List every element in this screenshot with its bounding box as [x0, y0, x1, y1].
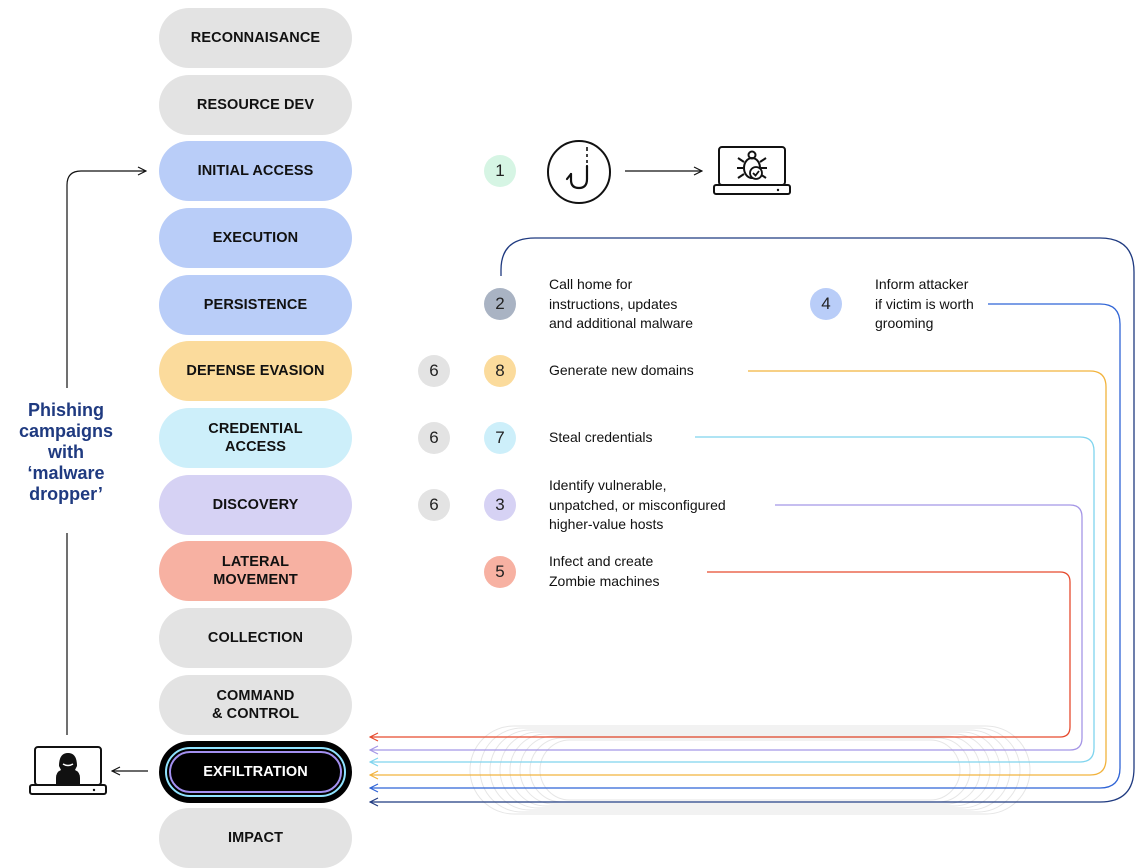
step-5-badge: 5 — [484, 556, 516, 588]
step-4-badge: 4 — [810, 288, 842, 320]
step-3-badge: 3 — [484, 489, 516, 521]
step-3-side-badge: 6 — [418, 489, 450, 521]
step-3-text: Identify vulnerable, unpatched, or misco… — [549, 477, 726, 532]
step-7-side-badge: 6 — [418, 422, 450, 454]
stage-label: INITIAL ACCESS — [197, 163, 314, 179]
exfil-ring-inner — [169, 751, 342, 793]
stage-label: EXFILTRATION — [203, 764, 308, 780]
stage-credential-access: CREDENTIAL ACCESS — [159, 408, 352, 468]
step-number: 1 — [495, 161, 505, 180]
stage-label: LATERAL MOVEMENT — [213, 554, 298, 588]
step-number: 8 — [495, 361, 505, 380]
stage-label: DEFENSE EVASION — [186, 363, 325, 379]
step-8-badge: 8 — [484, 355, 516, 387]
stage-discovery: DISCOVERY — [159, 475, 352, 535]
wave-pattern — [469, 725, 1031, 815]
stage-exfiltration: EXFILTRATION — [159, 741, 352, 803]
stage-collection: COLLECTION — [159, 608, 352, 668]
step-7-badge: 7 — [484, 422, 516, 454]
stage-label: COMMAND & CONTROL — [211, 688, 300, 722]
exfil-ring-outer — [165, 747, 346, 797]
step-8-text: Generate new domains — [549, 362, 694, 378]
stage-command-control: COMMAND & CONTROL — [159, 675, 352, 735]
step-number: 5 — [495, 562, 505, 581]
step-number: 6 — [429, 361, 439, 380]
step-2-badge: 2 — [484, 288, 516, 320]
stage-initial-access: INITIAL ACCESS — [159, 141, 352, 201]
stage-defense-evasion: DEFENSE EVASION — [159, 341, 352, 401]
step-1-badge: 1 — [484, 155, 516, 187]
step-number: 3 — [495, 495, 505, 514]
stage-label: DISCOVERY — [212, 497, 299, 513]
step-2-text: Call home for instructions, updates and … — [549, 276, 693, 331]
step-number: 2 — [495, 294, 505, 313]
stage-persistence: PERSISTENCE — [159, 275, 352, 335]
stage-label: IMPACT — [227, 830, 284, 846]
step-4-text: Inform attacker if victim is worth groom… — [875, 276, 974, 331]
step-number: 6 — [429, 428, 439, 447]
stage-reconnaissance: RECONNAISANCE — [159, 8, 352, 68]
stage-impact: IMPACT — [159, 808, 352, 868]
stage-resource-dev: RESOURCE DEV — [159, 75, 352, 135]
fishing-hook-icon — [547, 140, 611, 204]
stage-lateral-movement: LATERAL MOVEMENT — [159, 541, 352, 601]
step-5-text: Infect and create Zombie machines — [549, 553, 660, 589]
step-8-side-badge: 6 — [418, 355, 450, 387]
stage-label: EXECUTION — [212, 230, 299, 246]
infected-laptop-icon — [713, 146, 791, 195]
step-number: 7 — [495, 428, 505, 447]
hacker-laptop-icon — [29, 746, 107, 795]
stage-label: PERSISTENCE — [203, 297, 308, 313]
step-number: 6 — [429, 495, 439, 514]
step-number: 4 — [821, 294, 831, 313]
stage-label: CREDENTIAL ACCESS — [208, 421, 303, 455]
stage-label: COLLECTION — [207, 630, 304, 646]
stage-label: RECONNAISANCE — [190, 30, 321, 46]
step-7-text: Steal credentials — [549, 429, 653, 445]
stage-execution: EXECUTION — [159, 208, 352, 268]
phishing-campaigns-label: Phishing campaigns with ‘malware dropper… — [18, 400, 114, 504]
stage-label: RESOURCE DEV — [196, 97, 315, 113]
